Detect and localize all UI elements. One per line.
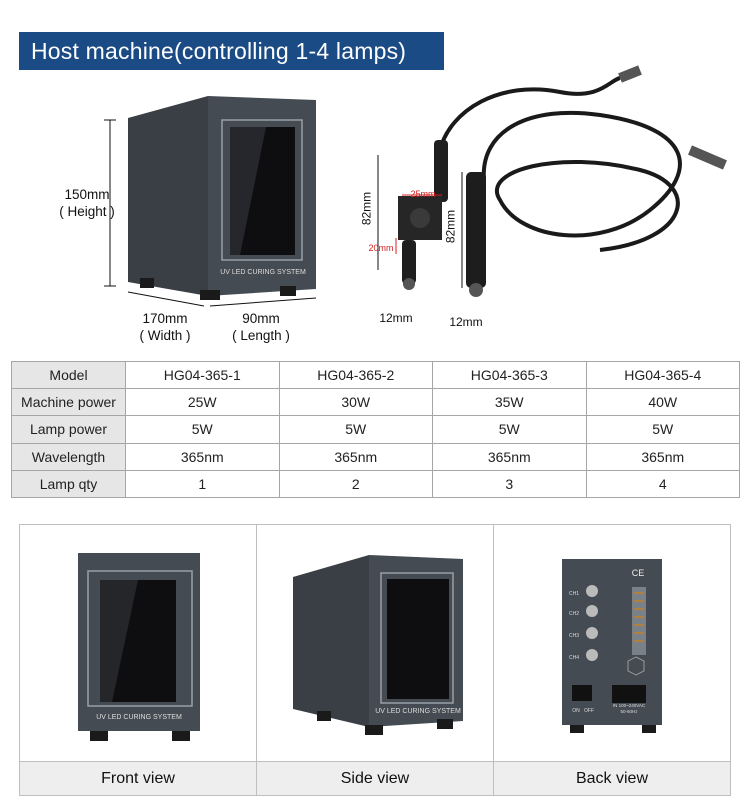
power-input-line-1: IN 100~240VAC — [612, 703, 646, 708]
ce-mark: CE — [631, 568, 645, 578]
spec-cell: 365nm — [432, 442, 587, 471]
views-strip: UV LED CURING SYSTEM Front view UV LED C… — [19, 524, 731, 796]
spec-cell: HG04-365-4 — [585, 360, 740, 390]
spec-row-header: Machine power — [11, 388, 126, 417]
spec-cell: 25W — [125, 388, 280, 417]
spec-cell: 5W — [585, 415, 740, 444]
device-print-label: UV LED CURING SYSTEM — [220, 269, 306, 276]
back-view-image — [562, 559, 662, 733]
height-sub: ( Height ) — [59, 204, 115, 219]
length-dimension-label: 90mm ( Length ) — [226, 310, 296, 344]
lamp-a-body-lower — [402, 240, 416, 284]
lamp-a-diameter-label: 12mm — [379, 311, 413, 325]
spec-cell: 5W — [125, 415, 280, 444]
length-sub: ( Length ) — [232, 328, 290, 343]
lamp-b-diameter-label: 12mm — [449, 315, 483, 329]
spec-cell: HG04-365-3 — [432, 360, 587, 390]
spec-cell: 4 — [585, 469, 740, 499]
spec-cell: 5W — [432, 415, 587, 444]
page-banner: Host machine(controlling 1-4 lamps) — [19, 32, 444, 70]
spec-row-header: Lamp qty — [11, 469, 126, 499]
spec-cell: 365nm — [125, 442, 280, 471]
host-device-side-face — [128, 96, 208, 296]
spec-cell: 365nm — [278, 442, 433, 471]
spec-cell: HG04-365-2 — [278, 360, 433, 390]
host-device-screen-glare — [230, 127, 266, 255]
height-dimension-label: 150mm ( Height ) — [54, 186, 120, 220]
vent-slots — [634, 592, 644, 642]
width-dimension-label: 170mm ( Width ) — [130, 310, 200, 344]
side-device-print: UV LED CURING SYSTEM — [375, 708, 461, 715]
lamp-a-body-upper — [434, 140, 448, 202]
host-device-bezel — [221, 119, 303, 261]
host-machine-diagram — [104, 65, 727, 307]
spec-cell: 5W — [278, 415, 433, 444]
spec-cell: 2 — [278, 469, 433, 499]
spec-cell: 35W — [432, 388, 587, 417]
lamp-a-cable — [438, 76, 621, 151]
spec-cell: 30W — [278, 388, 433, 417]
channel-label-1: CH1 — [568, 591, 579, 597]
spec-cell: 1 — [125, 469, 280, 499]
lamp-b-height-label: 82mm — [443, 209, 458, 244]
side-view-caption: Side view — [257, 761, 493, 795]
lamp-b-cable — [481, 110, 682, 252]
lamp-a-block-height-label: 20mm — [368, 243, 394, 253]
switch-off-label: OFF — [584, 708, 594, 714]
front-device-print: UV LED CURING SYSTEM — [96, 714, 182, 721]
channel-label-3: CH3 — [568, 633, 579, 639]
back-view-caption: Back view — [494, 761, 730, 795]
spec-cell: HG04-365-1 — [125, 360, 280, 390]
front-view-image — [78, 553, 200, 741]
front-view-caption: Front view — [20, 761, 256, 795]
channel-label-4: CH4 — [568, 655, 579, 661]
power-switch — [572, 685, 592, 701]
spec-cell: 40W — [585, 388, 740, 417]
power-input-label: IN 100~240VAC 50-60Hz — [606, 703, 652, 715]
height-value: 150mm — [64, 187, 110, 202]
lamp-b-body — [466, 172, 486, 288]
switch-on-label: ON — [572, 708, 580, 714]
lamp-a-block-width-label: 25mm — [410, 189, 436, 199]
spec-row-header: Lamp power — [11, 415, 126, 444]
spec-row-header: Model — [11, 360, 126, 390]
lamp-a-height-label: 82mm — [359, 191, 374, 226]
side-view-panel: UV LED CURING SYSTEM Side view — [257, 525, 494, 795]
spec-cell: 365nm — [585, 442, 740, 471]
width-sub: ( Width ) — [139, 328, 191, 343]
channel-label-2: CH2 — [568, 611, 579, 617]
back-view-panel: CE CH1 CH2 CH3 CH4 ON OFF IN 100~240VAC … — [494, 525, 730, 795]
side-view-image — [293, 555, 463, 735]
power-input-line-2: 50-60Hz — [620, 709, 638, 714]
length-value: 90mm — [242, 311, 280, 326]
front-view-panel: UV LED CURING SYSTEM Front view — [20, 525, 257, 795]
spec-cell: 3 — [432, 469, 587, 499]
width-value: 170mm — [142, 311, 188, 326]
spec-row-header: Wavelength — [11, 442, 126, 471]
